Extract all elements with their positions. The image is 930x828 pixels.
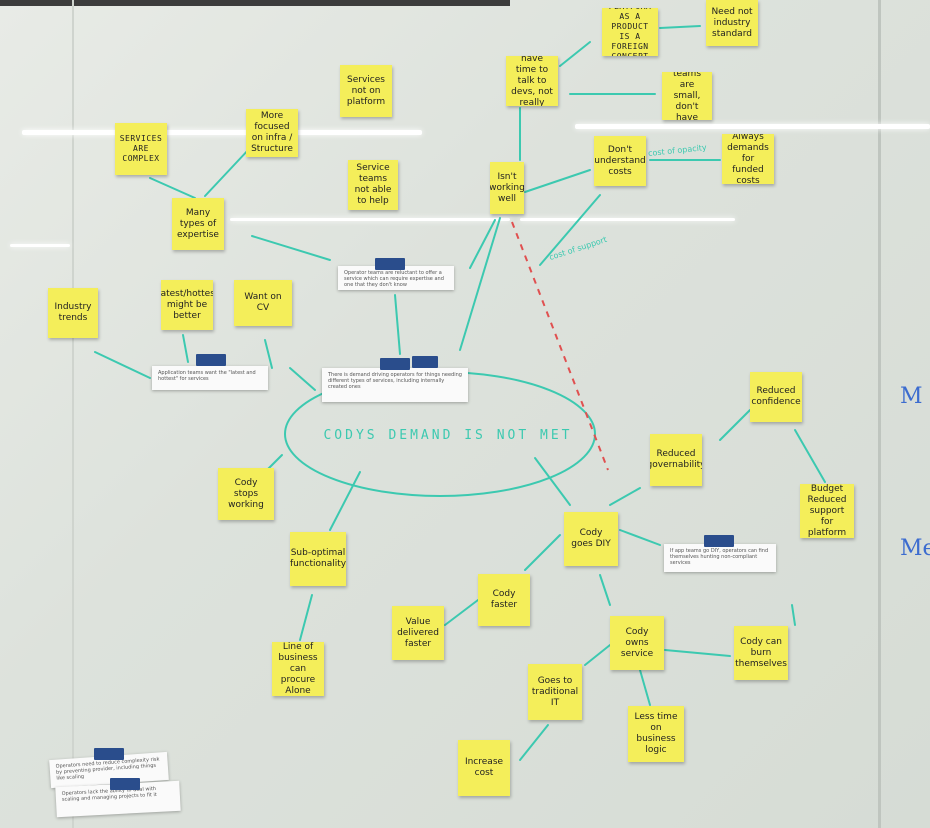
tape [380,358,410,370]
sticky-note: Cody owns service [610,616,664,670]
sticky-note: Want on CV [234,280,292,326]
sticky-note: Increase cost [458,740,510,796]
light-reflection [22,130,422,135]
sticky-note: Industry trends [48,288,98,338]
sticky-note: Don't have time to talk to devs, not rea… [506,56,558,106]
sticky-note: Need not industry standard [706,0,758,46]
sticky-note: More focused on infra / Structure [246,109,298,157]
tape [110,778,140,790]
wall-writing: M [900,384,923,409]
sticky-note: Latest/hottest might be better [161,280,213,330]
sticky-note: Budget Reduced support for platform [800,484,854,538]
sticky-note: Cody stops working [218,468,274,520]
printed-card: There is demand driving operators for th… [322,368,468,402]
board-seam-left [72,0,74,828]
sticky-note: Goes to traditional IT [528,664,582,720]
sticky-note: Service teams not able to help [348,160,398,210]
central-problem-text: CODYS DEMAND IS NOT MET [323,428,573,443]
tape [375,258,405,270]
sticky-note: Many types of expertise [172,198,224,250]
light-reflection [230,218,510,221]
sticky-note: Don't understand costs [594,136,646,186]
sticky-note: Cody faster [478,574,530,626]
sticky-note: Line of business can procure Alone [272,642,324,696]
board-seam-right [878,0,881,828]
printed-card: Operator teams are reluctant to offer a … [338,266,454,290]
sticky-note: Services not on platform [340,65,392,117]
printed-card: If app teams go DIY, operators can find … [664,544,776,572]
sticky-note: Value delivered faster [392,606,444,660]
sticky-note: Reduced confidence [750,372,802,422]
sticky-note: Reduced governability [650,434,702,486]
sticky-note: SERVICES ARE COMPLEX [115,123,167,175]
wall-writing: Me [900,536,930,561]
sticky-note: Sub-optimal functionality [290,532,346,586]
sticky-note: Cody goes DIY [564,512,618,566]
sticky-note: Ops teams are small, don't have capacity [662,72,712,120]
sticky-note: Cody can burn themselves [734,626,788,680]
tape [196,354,226,366]
sticky-note: Isn't working well [490,162,524,214]
light-reflection [575,124,930,129]
printed-card: Application teams want the "latest and h… [152,366,268,390]
tape [94,748,124,760]
ceiling-edge [0,0,510,6]
tape [704,535,734,547]
sticky-note: Always demands for funded costs [722,134,774,184]
sticky-note: PLATFORM AS A PRODUCT IS A FOREIGN CONCE… [602,8,658,56]
light-reflection [520,218,735,221]
sticky-note: Less time on business logic [628,706,684,762]
tape [412,356,438,368]
light-reflection [10,244,70,247]
